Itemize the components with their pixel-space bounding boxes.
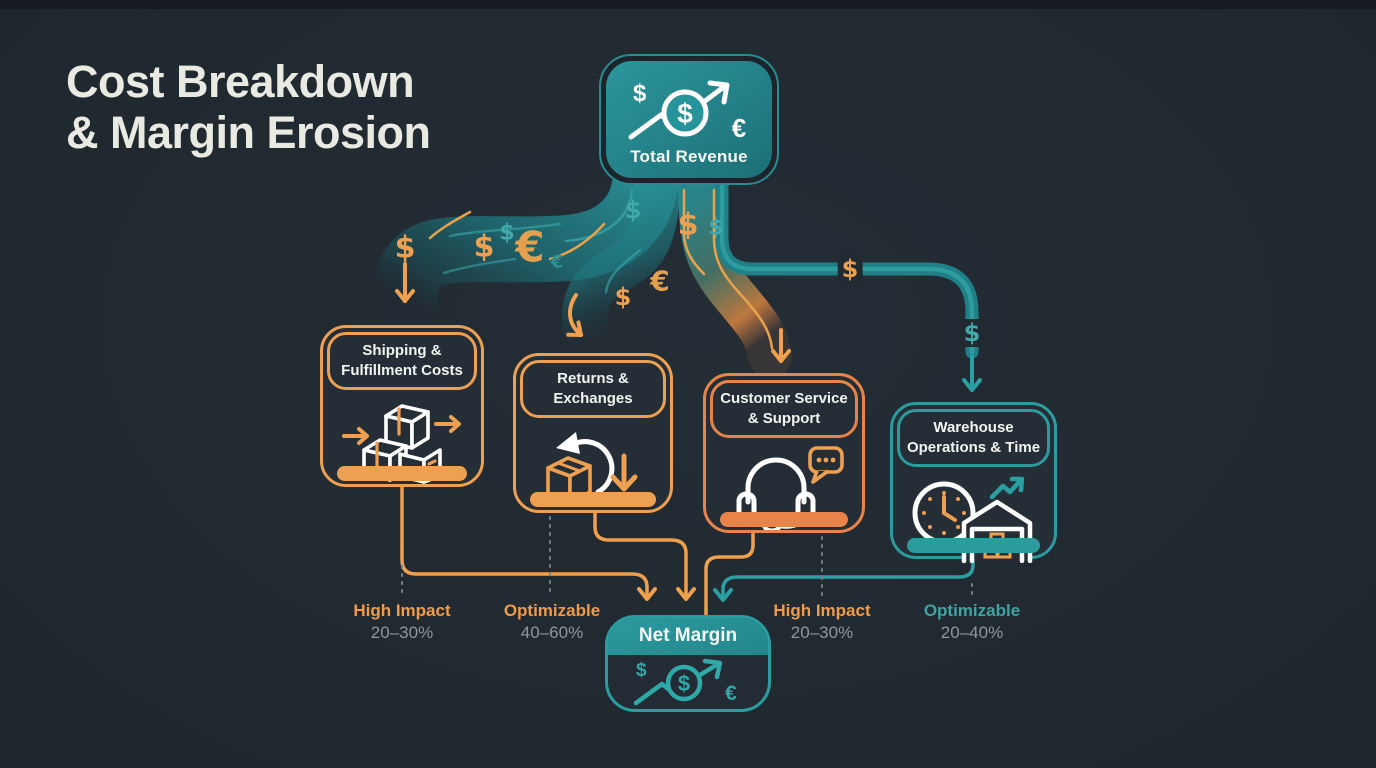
impact-value: 20–40%: [940, 623, 1004, 643]
warehouse-accent-bar: [907, 538, 1040, 553]
impact-title: High Impact: [353, 601, 451, 620]
impact-label-customer-service: High Impact 20–30%: [747, 601, 897, 644]
node-customer-service: Customer Service & Support: [703, 373, 865, 533]
returns-label-line1: Returns &: [557, 370, 629, 387]
returns-label-line2: Exchanges: [553, 389, 633, 407]
node-net-margin: Net Margin $ $ €: [605, 615, 771, 712]
impact-value: 20–30%: [370, 623, 434, 643]
impact-value: 20–30%: [790, 623, 854, 643]
impact-label-returns: Optimizable 40–60%: [477, 601, 627, 644]
svg-text:$: $: [633, 80, 647, 107]
shipping-label-line2: Fulfillment Costs: [341, 361, 463, 379]
warehouse-label-line1: Warehouse: [933, 419, 1014, 436]
svg-text:$: $: [678, 671, 690, 696]
warehouse-title-pill: Warehouse Operations & Time: [897, 409, 1050, 467]
node-returns: Returns & Exchanges: [513, 353, 673, 513]
customer-service-accent-bar: [720, 512, 848, 527]
label-leader-lines: [401, 516, 973, 599]
net-margin-connectors: [400, 484, 975, 616]
svg-text:$: $: [677, 98, 693, 129]
margin-growth-icon: $ $ €: [633, 658, 737, 706]
shipping-accent-bar: [337, 466, 467, 481]
node-warehouse: Warehouse Operations & Time: [890, 402, 1057, 563]
title-line-2: & Margin Erosion: [66, 107, 431, 159]
shipping-title-pill: Shipping & Fulfillment Costs: [327, 332, 477, 390]
total-revenue-body: $ $ € Total Revenue: [606, 61, 772, 178]
svg-text:$: $: [636, 660, 647, 681]
band-revenue-to-customer-service: [678, 156, 792, 378]
shipping-label-line1: Shipping &: [362, 342, 442, 359]
node-total-revenue: $ $ € Total Revenue: [599, 54, 779, 185]
band-revenue-to-shipping: [372, 139, 679, 333]
impact-label-warehouse: Optimizable 20–40%: [897, 601, 1047, 644]
impact-title: Optimizable: [503, 601, 601, 620]
svg-text:€: €: [732, 113, 746, 143]
returns-accent-bar: [530, 492, 656, 507]
top-edge-strip: [0, 0, 1376, 9]
warehouse-label-line2: Operations & Time: [906, 438, 1041, 456]
total-revenue-label: Total Revenue: [630, 146, 748, 166]
returns-title-pill: Returns & Exchanges: [520, 360, 666, 418]
dollar-euro-growth-icon: $ $ €: [628, 80, 746, 143]
streamlines: [428, 188, 774, 350]
customer-service-label-line2: & Support: [747, 409, 821, 427]
node-shipping: Shipping & Fulfillment Costs: [320, 325, 484, 487]
impact-value: 40–60%: [520, 623, 584, 643]
title-line-1: Cost Breakdown: [66, 56, 415, 107]
customer-service-label-line1: Customer Service: [720, 390, 848, 407]
impact-title: Optimizable: [923, 601, 1021, 620]
svg-text:€: €: [725, 682, 737, 705]
customer-service-title-pill: Customer Service & Support: [710, 380, 858, 438]
page-title: Cost Breakdown & Margin Erosion: [66, 56, 431, 159]
inflow-arrows: [395, 262, 982, 392]
impact-title: High Impact: [773, 601, 871, 620]
net-margin-label: Net Margin: [608, 618, 768, 655]
pipe-highlight: [719, 175, 975, 355]
impact-label-shipping: High Impact 20–30%: [327, 601, 477, 644]
